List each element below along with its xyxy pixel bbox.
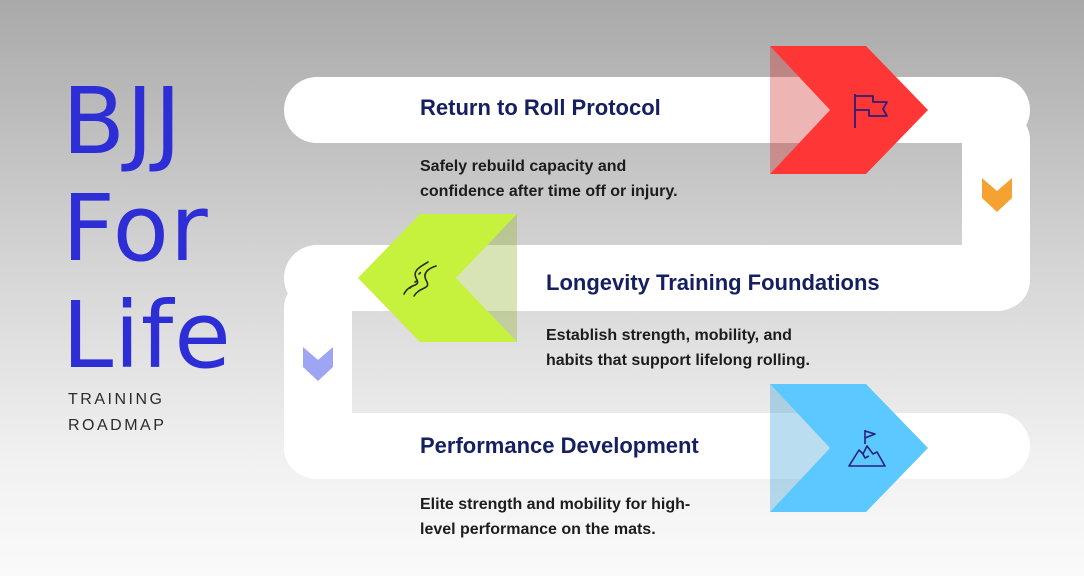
flag-icon	[851, 90, 891, 130]
winding-road-icon	[400, 258, 440, 298]
step-3-description-line-1: Elite strength and mobility for high-	[420, 496, 691, 513]
step-1-description-line-1: Safely rebuild capacity and	[420, 158, 627, 175]
title-line-1: BJJ	[62, 68, 183, 175]
step-2-description: Establish strength, mobility, and habits…	[546, 323, 810, 373]
title-line-2: For	[62, 175, 209, 282]
chevron-down-icon	[982, 178, 1012, 212]
step-1-description: Safely rebuild capacity and confidence a…	[420, 154, 678, 204]
title-line-3: Life	[62, 282, 232, 389]
step-3-description: Elite strength and mobility for high- le…	[420, 492, 690, 542]
subtitle-line-2: ROADMAP	[68, 417, 167, 434]
chevron-down-icon	[303, 347, 333, 381]
step-1-heading: Return to Roll Protocol	[420, 95, 661, 120]
subtitle-line-1: TRAINING	[68, 391, 165, 408]
step-3-arrow	[770, 384, 928, 512]
step-3-description-line-2: level performance on the mats.	[420, 521, 656, 538]
step-1-arrow	[770, 46, 928, 174]
step-2-description-line-1: Establish strength, mobility, and	[546, 327, 792, 344]
step-1-description-line-2: confidence after time off or injury.	[420, 183, 678, 200]
step-2-arrow	[358, 214, 517, 342]
step-2-heading: Longevity Training Foundations	[546, 270, 880, 295]
mountain-flag-icon	[847, 428, 887, 468]
step-3-heading: Performance Development	[420, 433, 699, 458]
step-2-description-line-2: habits that support lifelong rolling.	[546, 352, 810, 369]
